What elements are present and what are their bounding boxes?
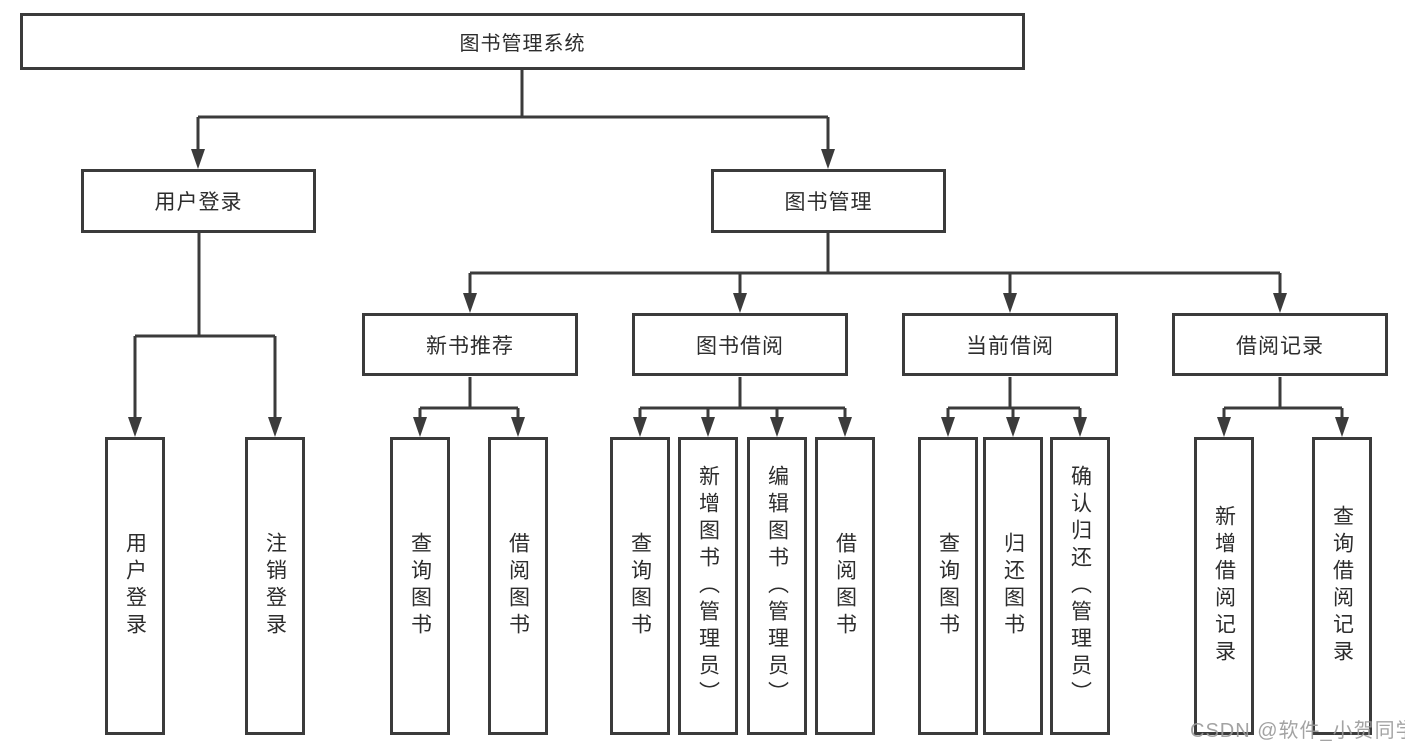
- leaf-label: 查询借阅记录: [1330, 505, 1354, 667]
- leaf-label: 注销登录: [263, 532, 287, 640]
- leaf-label: 归还图书: [1001, 532, 1025, 640]
- csdn-watermark: CSDN @软件_小贺同学: [1190, 720, 1405, 742]
- connector-user-login-to-leaves: [128, 233, 282, 437]
- leaf-borrow-books-recommend: 借阅图书: [488, 437, 548, 735]
- leaf-query-books-borrow: 查询图书: [610, 437, 670, 735]
- connector-borrow-records-to-leaves: [1217, 377, 1349, 437]
- leaf-label: 确认归还（管理员）: [1068, 464, 1092, 708]
- leaf-query-books-current: 查询图书: [918, 437, 978, 735]
- leaf-edit-books-admin: 编辑图书（管理员）: [747, 437, 807, 735]
- connector-new-book-recommend-to-leaves: [413, 377, 525, 437]
- leaf-query-books-recommend: 查询图书: [390, 437, 450, 735]
- node-borrow-records: 借阅记录: [1172, 313, 1388, 376]
- leaf-label: 查询图书: [408, 532, 432, 640]
- connector-book-management-to-level3: [463, 233, 1287, 313]
- node-new-book-recommend: 新书推荐: [362, 313, 578, 376]
- connector-root-to-level2: [191, 70, 835, 169]
- leaf-label: 用户登录: [123, 532, 147, 640]
- leaf-label: 编辑图书（管理员）: [765, 464, 789, 708]
- leaf-return-books: 归还图书: [983, 437, 1043, 735]
- leaf-label: 借阅图书: [833, 532, 857, 640]
- connector-book-borrow-to-leaves: [633, 377, 852, 437]
- node-user-login: 用户登录: [81, 169, 316, 233]
- node-root-system: 图书管理系统: [20, 13, 1025, 70]
- leaf-confirm-return-admin: 确认归还（管理员）: [1050, 437, 1110, 735]
- node-book-management: 图书管理: [711, 169, 946, 233]
- leaf-label: 新增图书（管理员）: [696, 464, 720, 708]
- leaf-logout: 注销登录: [245, 437, 305, 735]
- connector-current-borrow-to-leaves: [941, 377, 1087, 437]
- leaf-add-borrow-record: 新增借阅记录: [1194, 437, 1254, 735]
- node-book-borrow: 图书借阅: [632, 313, 848, 376]
- leaf-label: 查询图书: [936, 532, 960, 640]
- leaf-query-borrow-record: 查询借阅记录: [1312, 437, 1372, 735]
- leaf-user-login: 用户登录: [105, 437, 165, 735]
- leaf-label: 新增借阅记录: [1212, 505, 1236, 667]
- leaf-borrow-books: 借阅图书: [815, 437, 875, 735]
- leaf-label: 借阅图书: [506, 532, 530, 640]
- leaf-add-books-admin: 新增图书（管理员）: [678, 437, 738, 735]
- node-current-borrow: 当前借阅: [902, 313, 1118, 376]
- leaf-label: 查询图书: [628, 532, 652, 640]
